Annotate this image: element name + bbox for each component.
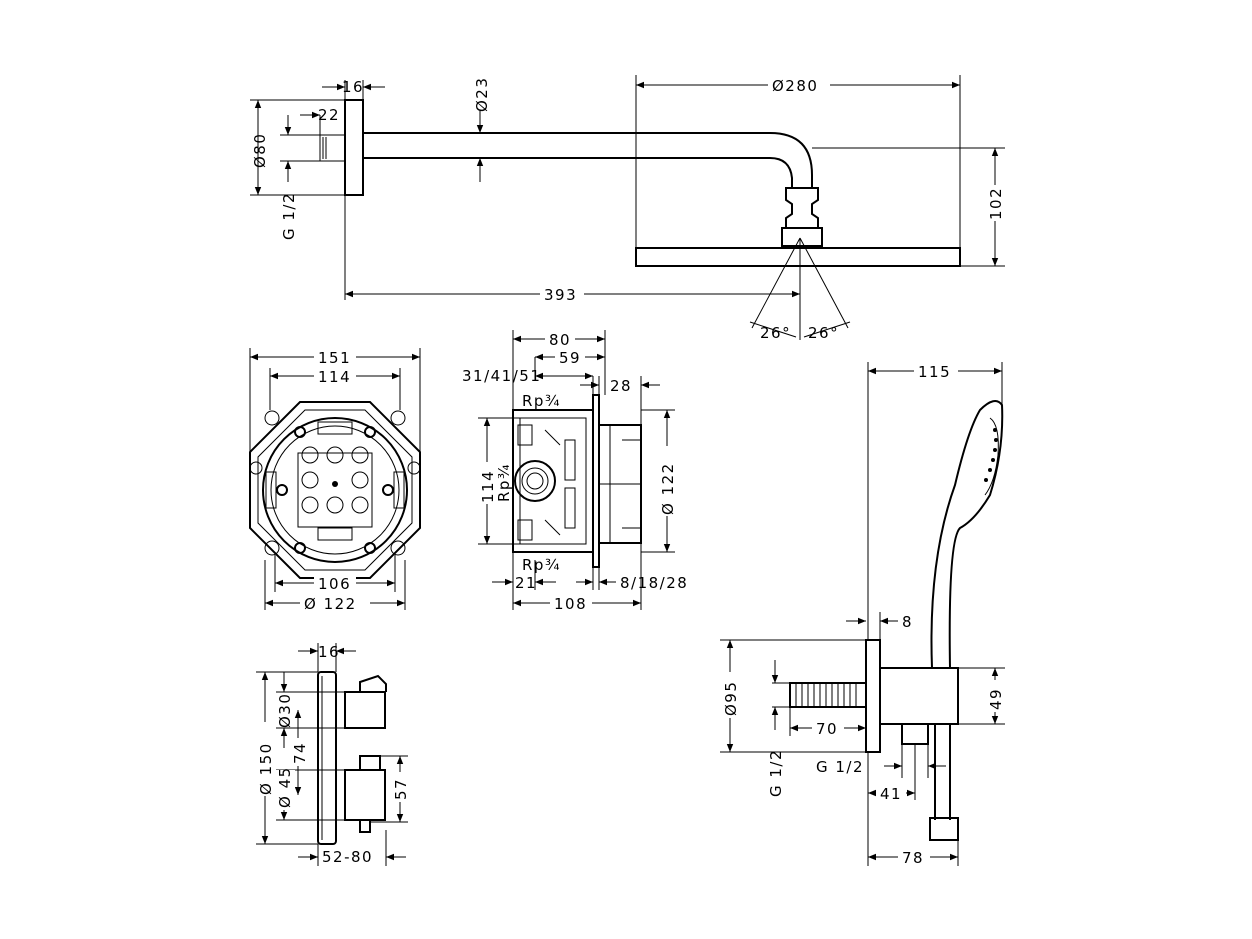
dim-45: Ø 45 (276, 766, 294, 808)
dim-g12-pipe: G 1/2 (767, 749, 785, 797)
dim-30: Ø30 (276, 693, 294, 728)
dim-280: Ø280 (772, 77, 818, 95)
dim-g12: G 1/2 (280, 192, 298, 240)
dim-26-left: 26° (760, 324, 791, 342)
box-body (512, 409, 594, 553)
threaded-pipe (789, 682, 867, 708)
ball-joint (785, 187, 819, 229)
dim-151: 151 (318, 349, 351, 367)
dim-8-18-28: 8/18/28 (620, 574, 688, 592)
dim-57: 57 (392, 778, 410, 800)
hand-shower (930, 400, 1004, 669)
rp-mid-label: Rp¾ (495, 463, 513, 502)
dim-26-right: 26° (808, 324, 839, 342)
dim-g12-outlet: G 1/2 (816, 758, 864, 776)
shower-arm-view: 16 22 Ø23 Ø80 G 1/2 Ø280 102 (250, 75, 1006, 342)
dim-16: 16 (342, 78, 364, 96)
thermostat-handle-bottom (344, 769, 386, 821)
hand-shower-view: 115 8 Ø95 G 1/2 70 49 G 1/2 (720, 361, 1006, 867)
dim-22: 22 (318, 106, 340, 124)
dim-59: 59 (559, 349, 581, 367)
dim-393: 393 (544, 286, 577, 304)
box-octagon (249, 401, 421, 579)
thermostat-view: 16 Ø 150 Ø30 74 Ø 45 57 52-80 (256, 643, 411, 866)
overhead-shower-plate (635, 247, 961, 267)
install-box-side: 80 59 31/41/51 28 Rp¾ Rp¾ Rp¾ 114 Ø 122 (462, 329, 688, 613)
dim-8: 8 (902, 613, 913, 631)
dim-106: 106 (318, 575, 351, 593)
holder-plate (865, 639, 881, 753)
dim-31-41-51: 31/41/51 (462, 367, 541, 385)
dim-23: Ø23 (473, 77, 491, 112)
dim-41: 41 (880, 785, 902, 803)
rp-bottom-label: Rp¾ (522, 556, 561, 574)
dim-108: 108 (554, 595, 587, 613)
hose-outlet (901, 723, 929, 745)
dim-150: Ø 150 (257, 742, 275, 795)
dim-122-side: Ø 122 (659, 462, 677, 515)
dim-70: 70 (816, 720, 838, 738)
box-inlet (514, 460, 556, 502)
wall-flange (344, 99, 364, 196)
shower-holder (879, 667, 959, 725)
threaded-connector (319, 134, 346, 162)
rp-top-label: Rp¾ (522, 392, 561, 410)
box-ring (262, 417, 408, 563)
dim-80-side: 80 (549, 331, 571, 349)
dim-78: 78 (902, 849, 924, 867)
dim-114-side: 114 (479, 470, 497, 503)
dim-114: 114 (318, 368, 351, 386)
dim-16-thermo: 16 (318, 643, 340, 661)
nozzles (984, 428, 998, 482)
dim-74: 74 (291, 742, 309, 764)
thermostat-handle-top (344, 691, 386, 729)
install-box-front: 151 114 106 Ø 122 (249, 347, 421, 613)
thermostat-plate (317, 671, 337, 845)
dim-122: Ø 122 (304, 595, 357, 613)
dim-52-80: 52-80 (322, 848, 373, 866)
dim-80: Ø80 (251, 133, 269, 168)
shower-arm (363, 132, 813, 188)
dim-28: 28 (610, 377, 632, 395)
shower-hose (934, 724, 951, 820)
dim-49: 49 (987, 688, 1005, 710)
dim-102: 102 (987, 187, 1005, 220)
dim-21: 21 (515, 574, 537, 592)
dim-115: 115 (918, 363, 951, 381)
dim-95: Ø95 (722, 681, 740, 716)
